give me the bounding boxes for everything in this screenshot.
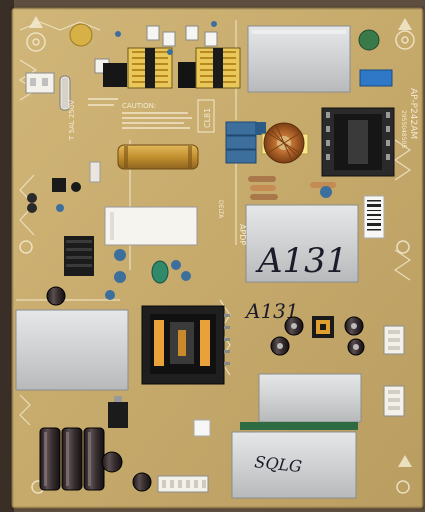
heatsink-secondary	[258, 373, 362, 423]
resistors	[248, 176, 336, 200]
electrolytic-small-1	[46, 286, 66, 306]
output-connector-bottom	[383, 385, 405, 417]
side-code-label: APDP	[238, 224, 247, 245]
ic-heatsink-left	[64, 236, 94, 276]
output-capacitors	[270, 316, 365, 356]
green-capacitor	[151, 260, 169, 284]
bulk-electrolytics	[39, 427, 105, 491]
marker-scribble: SQLG	[254, 452, 303, 476]
main-transformer	[141, 305, 230, 385]
x-capacitor	[359, 69, 393, 87]
brand-mark: DELTA	[217, 200, 224, 219]
heatsink-bottom-left	[15, 309, 129, 391]
barcode-sticker	[363, 195, 385, 239]
caution-block: CAUTION:	[88, 98, 192, 129]
left-mid-components	[27, 161, 101, 213]
rectifier-block	[178, 62, 198, 88]
output-inductor	[312, 316, 334, 338]
y-capacitor-block	[104, 206, 198, 246]
svg-text:CAUTION:: CAUTION:	[122, 102, 156, 110]
circuit-ref-label: CL81	[203, 108, 212, 128]
line-filter-choke-right	[195, 47, 241, 89]
varistor	[69, 23, 93, 47]
line-filter-choke-left	[127, 47, 173, 89]
bottom-misc-components	[101, 396, 211, 493]
part-number-label: 2955048505	[400, 110, 407, 148]
toroid-inductor	[261, 122, 309, 164]
small-caps-top	[115, 21, 218, 55]
output-connector-top	[383, 325, 405, 355]
ntc-thermistor	[358, 29, 380, 51]
common-mode-choke-1	[103, 63, 127, 87]
pfc-transformer	[321, 107, 395, 177]
fuse-rating-label: T 5AL 250V	[68, 100, 76, 141]
green-pcb-strip	[240, 422, 358, 430]
heatsink-center	[245, 204, 359, 283]
blue-caps-left	[105, 249, 191, 300]
film-capacitors	[225, 121, 266, 164]
handwritten-label-primary: A131	[255, 241, 347, 281]
model-code-label: AP-P242AM	[408, 88, 418, 139]
heatsink-bottom-right	[231, 431, 357, 499]
heatsink-top	[247, 25, 351, 93]
bulk-capacitor	[117, 144, 199, 170]
